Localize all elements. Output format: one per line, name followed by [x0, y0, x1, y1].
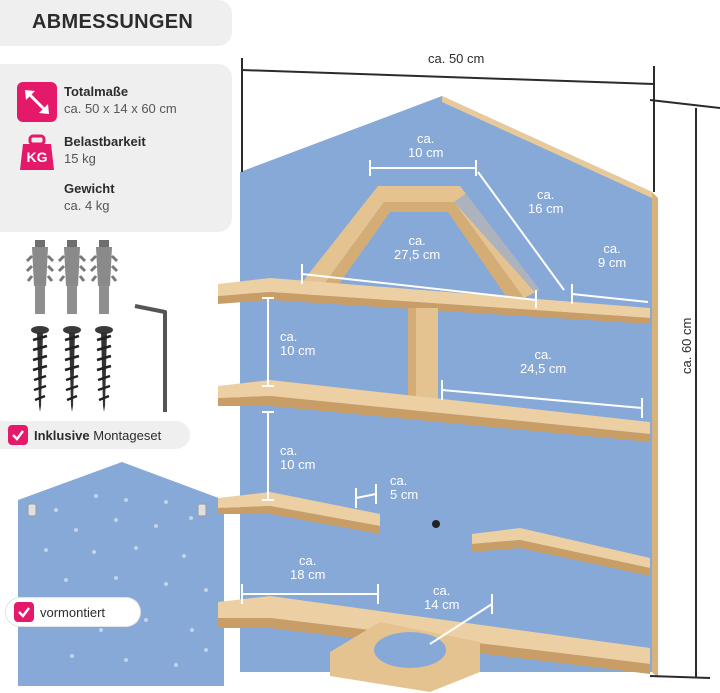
diagonal-arrow-icon — [17, 82, 57, 122]
outer-dimension-lines — [241, 58, 720, 679]
spec-label-total: Totalmaße — [64, 84, 129, 99]
hole-holder — [330, 622, 480, 692]
hole-label: ca.14 cm — [424, 583, 460, 612]
title-panel: ABMESSUNGEN — [0, 0, 232, 46]
roof-side-label: ca.16 cm — [528, 187, 564, 216]
middle-shelf-label: ca.24,5 cm — [520, 347, 567, 376]
included-bold: Inklusive — [34, 427, 90, 443]
shelf-small — [218, 492, 380, 534]
spec-value-load: 15 kg — [64, 151, 96, 166]
spec-label-load: Belastbarkeit — [64, 134, 146, 149]
width-label: ca. 50 cm — [428, 51, 485, 66]
mounting-hole — [432, 520, 440, 528]
included-kit-badge: Inklusive Montageset — [0, 421, 190, 449]
wall-plug-2 — [57, 240, 87, 314]
kg-weight-icon: KG — [17, 132, 57, 172]
spec-value-total: ca. 50 x 14 x 60 cm — [64, 101, 177, 116]
screw-3 — [95, 326, 113, 412]
roof-frame — [296, 186, 548, 302]
roof-base-label: ca.27,5 cm — [394, 233, 441, 262]
allen-key — [134, 304, 167, 412]
height-label: ca. 60 cm — [679, 317, 694, 374]
shelf-middle — [218, 380, 650, 442]
checkmark-icon — [14, 602, 34, 622]
included-rest: Montageset — [89, 427, 162, 443]
roof-top-label: ca.10 cm — [408, 131, 444, 160]
back-view-illustration — [16, 460, 228, 688]
spec-value-weight: ca. 4 kg — [64, 198, 110, 213]
gap-upper-label: ca.10 cm — [280, 329, 316, 358]
screw-1 — [31, 326, 49, 412]
screw-2 — [63, 326, 81, 412]
mounting-parts-illustration — [8, 236, 193, 416]
side-shelf-label: ca.9 cm — [598, 241, 627, 270]
preassembled-badge: vormontiert — [6, 598, 140, 626]
shelf-main-illustration: ca. 50 cm ca. 60 cm ca.10 cm ca.16 cm ca… — [210, 52, 720, 693]
gap-lower-label: ca.10 cm — [280, 443, 316, 472]
preassembled-text: vormontiert — [40, 604, 106, 620]
bottom-shelf-label: ca.18 cm — [290, 553, 326, 582]
included-kit-text: Inklusive Montageset — [34, 428, 161, 443]
specs-panel: Totalmaße ca. 50 x 14 x 60 cm KG Belastb… — [0, 64, 232, 232]
small-shelf-label: ca.5 cm — [390, 473, 419, 502]
page-title: ABMESSUNGEN — [32, 11, 194, 33]
kg-label: KG — [26, 149, 48, 165]
dimension-lines — [241, 160, 649, 645]
shelf-right — [472, 528, 650, 576]
wall-plug-3 — [89, 240, 119, 314]
checkmark-icon — [8, 425, 28, 445]
spec-label-weight: Gewicht — [64, 181, 115, 196]
wall-plug-1 — [25, 240, 55, 314]
